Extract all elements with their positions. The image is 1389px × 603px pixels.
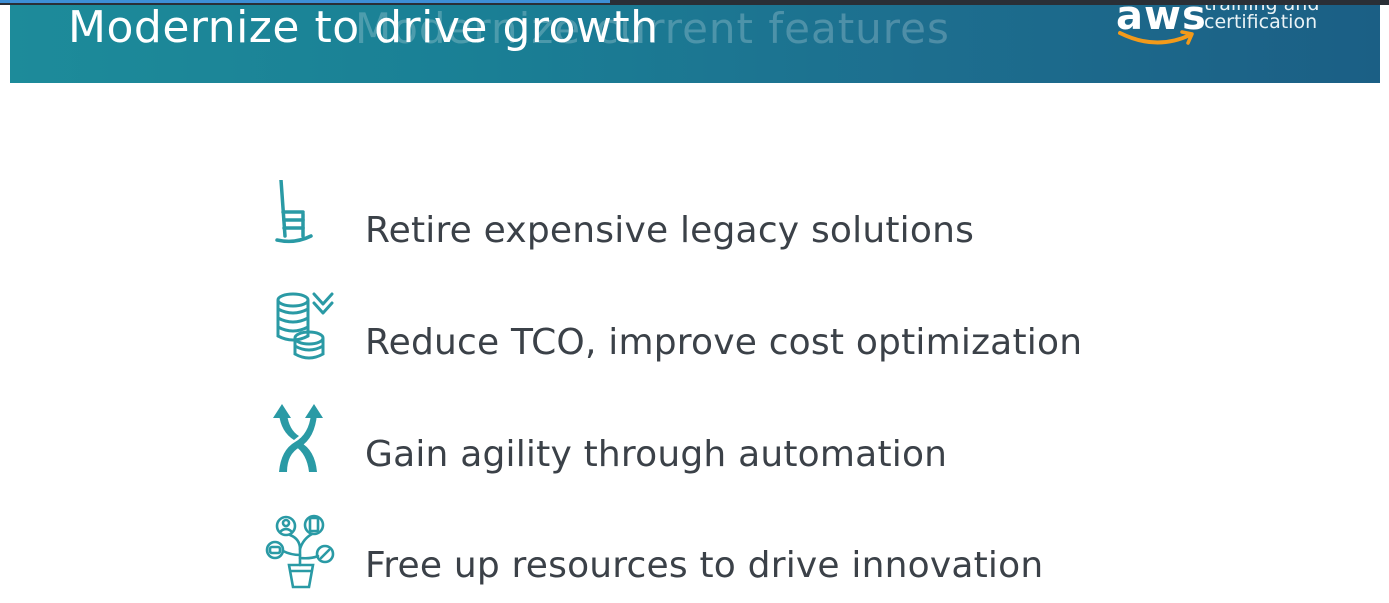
list-item: Free up resources to drive innovation	[265, 513, 1085, 603]
list-item: Reduce TCO, improve cost optimization	[265, 290, 1085, 380]
aws-tagline-line1: training and	[1204, 5, 1319, 14]
aws-training-logo: aws training and certification	[1102, 5, 1332, 63]
plant-resources-icon	[265, 514, 335, 589]
aws-smile-icon	[1118, 30, 1194, 45]
top-progress-line	[0, 0, 1389, 5]
slide-title: Modernize to drive growth	[68, 5, 659, 53]
aws-tagline: training and certification	[1204, 5, 1319, 33]
item-label: Retire expensive legacy solutions	[365, 210, 975, 251]
list-item: Retire expensive legacy solutions	[265, 180, 1085, 270]
transition-ghost-text: Modernize current features	[355, 5, 950, 53]
rocking-chair-icon	[275, 180, 313, 244]
list-item: Gain agility through automation	[265, 402, 1085, 492]
item-label: Reduce TCO, improve cost optimization	[365, 322, 1083, 363]
aws-tagline-line2: certification	[1204, 11, 1318, 33]
top-progress-segment	[0, 0, 610, 3]
crossing-arrows-icon	[273, 404, 323, 472]
coins-down-icon	[276, 292, 334, 360]
item-label: Free up resources to drive innovation	[365, 545, 1044, 586]
item-label: Gain agility through automation	[365, 434, 948, 475]
slide-header: Modernize current features Modernize to …	[10, 5, 1380, 83]
